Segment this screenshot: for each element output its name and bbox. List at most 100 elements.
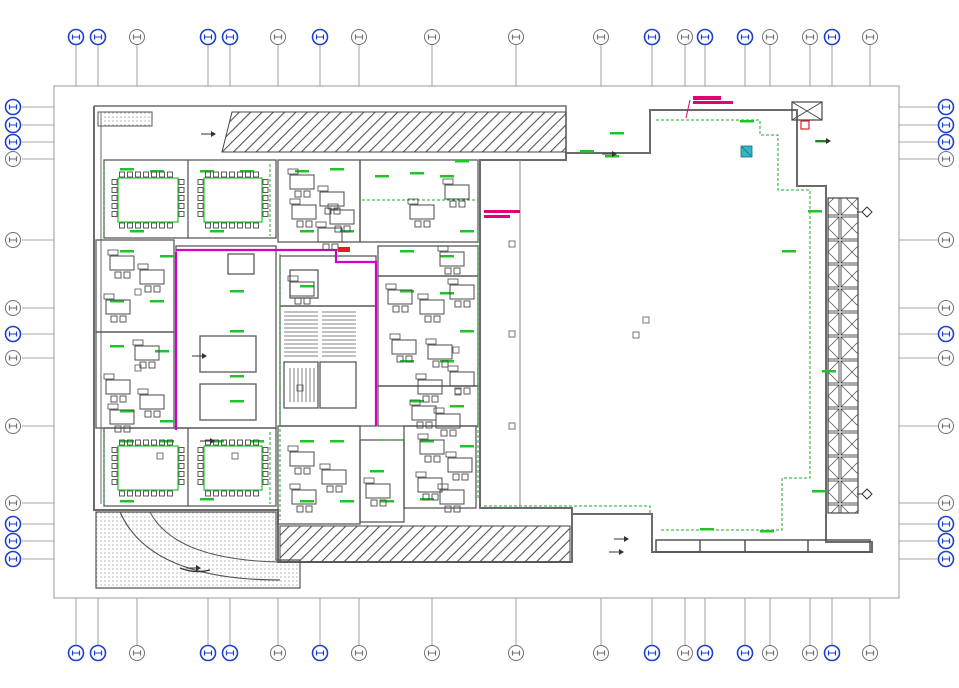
equipment-tag [230, 290, 244, 293]
meeting-table [111, 439, 185, 497]
room-tag-icon [134, 364, 142, 372]
equipment-tag [120, 410, 134, 413]
circle-grid-bubble-icon [938, 151, 954, 167]
equipment-tag [295, 170, 309, 173]
open-hall-boundary [484, 119, 811, 531]
equipment-tag [120, 500, 134, 503]
equipment-layer [103, 120, 836, 533]
room-tag-icon [134, 288, 142, 296]
section-markers [186, 131, 873, 571]
equipment-tag [240, 170, 254, 173]
circle-grid-bubble-icon [593, 645, 609, 661]
equipment-tag [410, 172, 424, 175]
section-arrow-icon [200, 438, 215, 444]
circle-grid-bubble-icon [643, 644, 661, 662]
equipment-tag [110, 345, 124, 348]
circle-grid-bubble-icon [5, 350, 21, 366]
circle-grid-bubble-icon [736, 644, 754, 662]
equipment-tag [130, 230, 144, 233]
circle-grid-bubble-icon [4, 116, 22, 134]
circle-grid-bubble-icon [762, 29, 778, 45]
equipment-tag [210, 440, 224, 443]
circle-grid-bubble-icon [67, 28, 85, 46]
equipment-tag [400, 250, 414, 253]
equipment-tag [110, 300, 124, 303]
desk-group [407, 198, 435, 228]
equipment-tag [420, 498, 434, 501]
desk-group [327, 203, 355, 233]
equipment-tag [300, 230, 314, 233]
south-east-wall [655, 539, 871, 553]
desk-group [409, 399, 437, 429]
circle-grid-bubble-icon [5, 232, 21, 248]
equipment-tag [812, 490, 826, 493]
circle-grid-bubble-icon [4, 532, 22, 550]
circle-grid-bubble-icon [802, 29, 818, 45]
meeting-table [197, 439, 269, 497]
equipment-tag [340, 500, 354, 503]
circle-grid-bubble-icon [643, 28, 661, 46]
circle-grid-bubble-icon [938, 495, 954, 511]
duct-route [174, 248, 378, 430]
interior-partitions [95, 159, 479, 525]
room-tag-icon [296, 384, 304, 392]
desk-group [415, 471, 443, 501]
grid-lines [22, 45, 938, 645]
section-arrow-icon [602, 151, 617, 157]
equipment-tag [440, 255, 454, 258]
desk-group [417, 293, 445, 323]
circle-grid-bubble-icon [677, 29, 693, 45]
cyan-marker [740, 145, 753, 158]
circle-grid-bubble-icon [862, 645, 878, 661]
equipment-tag [370, 470, 384, 473]
room-tag-icon [508, 422, 516, 430]
equipment-tag [460, 330, 474, 333]
desk-group [107, 403, 135, 433]
south-ramp-hatch [279, 525, 571, 563]
equipment-tag [120, 440, 134, 443]
drawing-frame [53, 85, 900, 599]
equipment-tag [400, 290, 414, 293]
circle-grid-bubble-icon [129, 29, 145, 45]
room-tag-icon [642, 316, 650, 324]
desk-group [315, 221, 343, 251]
circle-grid-bubble-icon [4, 133, 22, 151]
equipment-tag [822, 370, 836, 373]
equipment-tag [120, 168, 134, 171]
desk-group [287, 275, 315, 305]
circle-grid-bubble-icon [5, 151, 21, 167]
desk-group [103, 293, 131, 323]
room-tag-icon [454, 388, 462, 396]
circle-grid-bubble-icon [937, 532, 955, 550]
meeting-table [197, 171, 269, 229]
circle-grid-bubble-icon [89, 28, 107, 46]
desk-group [389, 333, 417, 363]
circle-grid-bubble-icon [823, 28, 841, 46]
section-arrow-icon [186, 565, 201, 571]
equipment-tag [375, 175, 389, 178]
equipment-tag [120, 250, 134, 253]
equipment-tag [300, 285, 314, 288]
desk-group [385, 283, 413, 313]
curved-ramp [95, 511, 301, 589]
circle-grid-bubble-icon [762, 645, 778, 661]
equipment-tag [200, 498, 214, 501]
equipment-tag [160, 440, 174, 443]
circle-grid-bubble-icon [938, 232, 954, 248]
equipment-tag [330, 440, 344, 443]
circle-grid-bubble-icon [862, 29, 878, 45]
furniture-layer [103, 168, 475, 513]
desk-group [425, 338, 453, 368]
circle-grid-bubble-icon [938, 300, 954, 316]
desk-group [137, 263, 165, 293]
circle-grid-bubble-icon [199, 644, 217, 662]
circle-grid-bubble-icon [199, 28, 217, 46]
room-tag-icon [452, 346, 460, 354]
room-tag-icon [156, 452, 164, 460]
equipment-tag [400, 360, 414, 363]
desk-group [289, 483, 317, 513]
section-diamond-icon [857, 206, 873, 218]
circle-grid-bubble-icon [424, 645, 440, 661]
circle-grid-bubble-icon [802, 645, 818, 661]
circle-grid-bubble-icon [424, 29, 440, 45]
